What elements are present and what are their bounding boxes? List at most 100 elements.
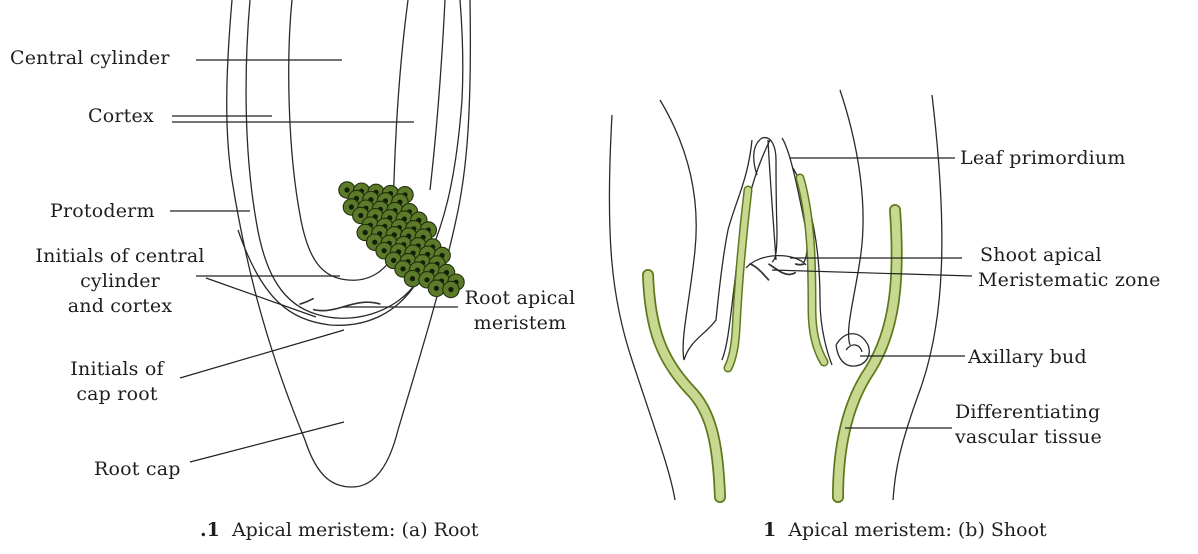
- label-initials-cap-root: Initials of cap root: [52, 357, 182, 407]
- shoot-diagram: [609, 90, 972, 500]
- vascular-strand-left-outer-fill: [648, 275, 720, 497]
- meristematic-dot: [788, 274, 790, 276]
- label-shoot-apical: Shoot apical: [980, 243, 1102, 268]
- meristem-dot: [363, 302, 365, 304]
- meristem-dot: [302, 302, 304, 304]
- meristem-dot: [322, 310, 324, 312]
- meristematic-dot: [773, 266, 775, 268]
- vascular-strand-right-outer: [838, 210, 897, 497]
- meristem-dot: [311, 299, 313, 301]
- meristem-dot: [372, 302, 374, 304]
- leader-root-cap: [190, 422, 344, 462]
- meristematic-dot: [761, 272, 763, 274]
- meristematic-dot: [769, 264, 771, 266]
- label-cortex: Cortex: [88, 104, 154, 129]
- label-protoderm: Protoderm: [50, 199, 155, 224]
- label-differentiating-line2: vascular tissue: [955, 425, 1102, 450]
- cell: [428, 280, 444, 296]
- meristem-dot: [330, 309, 332, 311]
- meristem-dot: [379, 303, 381, 305]
- meristem-dot: [328, 309, 330, 311]
- shoot-outer-left: [609, 115, 675, 500]
- meristem-dot: [325, 310, 327, 312]
- caption-shoot: 1 Apical meristem: (b) Shoot: [763, 519, 1047, 541]
- meristematic-dot: [768, 279, 770, 281]
- label-initials-central-line3: and cortex: [20, 294, 220, 319]
- label-initials-central-line1: Initials of central: [20, 244, 220, 269]
- label-root-cap: Root cap: [94, 457, 181, 482]
- meristem-dot: [321, 310, 323, 312]
- label-initials-cap-line1: Initials of: [52, 357, 182, 382]
- label-initials-central: Initials of central cylinder and cortex: [20, 244, 220, 319]
- label-root-apical-line1: Root apical: [460, 286, 580, 311]
- meristematic-dot: [763, 274, 765, 276]
- meristematic-dot: [755, 266, 757, 268]
- caption-shoot-text: Apical meristem: (b) Shoot: [788, 519, 1046, 541]
- meristem-dot: [303, 302, 305, 304]
- meristematic-dot: [752, 264, 754, 266]
- caption-root-text: Apical meristem: (a) Root: [232, 519, 479, 541]
- shoot-central-primordium: [754, 138, 807, 262]
- caption-root-number: .1: [200, 519, 220, 541]
- label-initials-central-line2: cylinder: [20, 269, 220, 294]
- meristem-dot: [356, 303, 358, 305]
- meristem-dot: [366, 301, 368, 303]
- meristem-dot: [370, 302, 372, 304]
- leader-meristematic-zone: [772, 270, 972, 276]
- label-differentiating-vascular: Differentiating vascular tissue: [955, 400, 1102, 450]
- leader-initials-cap-root: [180, 330, 344, 378]
- shoot-meristematic-dots: [749, 263, 804, 281]
- meristematic-dot: [785, 273, 787, 275]
- meristem-dot: [335, 308, 337, 310]
- meristematic-dot: [780, 271, 782, 273]
- label-root-apical-meristem: Root apical meristem: [460, 286, 580, 336]
- meristem-dot: [306, 301, 308, 303]
- meristem-dot: [353, 303, 355, 305]
- meristematic-dot: [765, 276, 767, 278]
- label-root-apical-line2: meristem: [460, 311, 580, 336]
- meristem-dot: [318, 310, 320, 312]
- cell: [404, 270, 420, 286]
- caption-root: .1 Apical meristem: (a) Root: [200, 519, 479, 541]
- meristem-dot: [312, 298, 314, 300]
- meristem-dot: [316, 309, 318, 311]
- label-differentiating-line1: Differentiating: [955, 400, 1102, 425]
- meristem-dot: [313, 309, 315, 311]
- meristem-dot: [340, 307, 342, 309]
- shoot-right-leaf-outer: [840, 90, 863, 345]
- shoot-axillary-bud: [836, 334, 869, 366]
- meristematic-dot: [793, 272, 795, 274]
- meristem-dot: [309, 300, 311, 302]
- meristematic-dot: [784, 273, 786, 275]
- meristematic-dot: [798, 264, 800, 266]
- meristem-dot: [337, 308, 339, 310]
- vascular-strand-right-outer-fill: [838, 210, 897, 497]
- meristem-dot: [360, 302, 362, 304]
- root-apical-meristem-dots: [299, 298, 380, 312]
- label-initials-cap-line2: cap root: [52, 382, 182, 407]
- shoot-outer-right: [893, 95, 942, 500]
- meristematic-dot: [796, 264, 798, 266]
- meristem-dot: [332, 309, 334, 311]
- cell: [443, 281, 459, 297]
- label-axillary-bud: Axillary bud: [968, 345, 1087, 370]
- meristem-dot: [367, 301, 369, 303]
- meristematic-dot: [758, 269, 760, 271]
- label-leaf-primordium: Leaf primordium: [960, 146, 1126, 171]
- root-cortex-right-line: [430, 0, 445, 190]
- meristem-dot: [377, 303, 379, 305]
- meristematic-dot: [801, 264, 803, 266]
- vascular-strand-right-inner-fill: [800, 178, 824, 362]
- meristem-dot: [351, 304, 353, 306]
- meristematic-dot: [791, 273, 793, 275]
- meristematic-dot: [750, 264, 752, 266]
- meristem-dot: [347, 305, 349, 307]
- caption-shoot-number: 1: [763, 519, 776, 541]
- meristem-dot: [375, 302, 377, 304]
- meristematic-dot: [760, 271, 762, 273]
- meristem-dot: [358, 302, 360, 304]
- label-meristematic-zone: Meristematic zone: [978, 268, 1161, 293]
- vascular-strands: [648, 178, 897, 497]
- label-central-cylinder: Central cylinder: [10, 46, 170, 71]
